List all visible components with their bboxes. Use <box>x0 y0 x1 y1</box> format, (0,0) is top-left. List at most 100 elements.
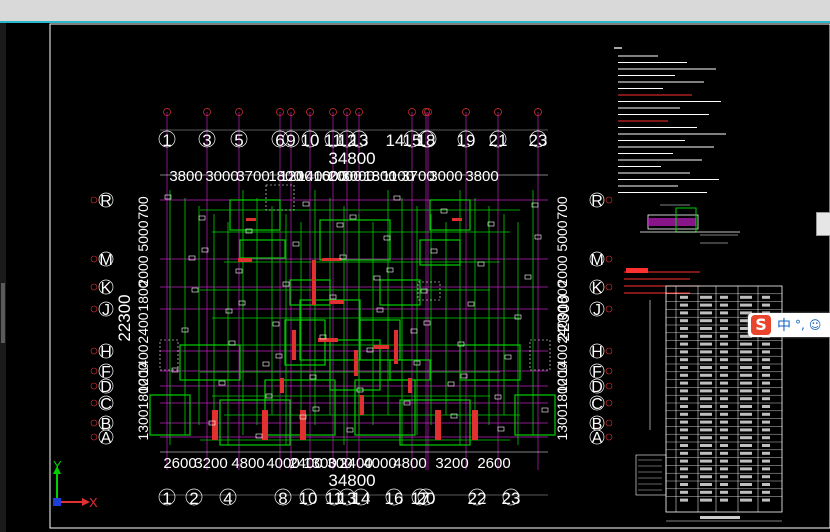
span-dimension-bottom: 4000 <box>266 455 299 472</box>
scroll-thumb[interactable] <box>1 283 5 343</box>
table-cell-text <box>720 483 728 486</box>
axis-label-right: K <box>592 280 603 297</box>
column-mark <box>201 247 209 253</box>
axis-bubble-small-top <box>329 108 337 116</box>
table-cell-text <box>700 381 712 385</box>
wall-red <box>246 218 256 221</box>
axis-label-bottom: 16 <box>385 489 404 508</box>
table-cell-text <box>720 295 728 299</box>
ucs-x-label: X <box>89 495 98 510</box>
column-mark <box>319 334 327 340</box>
axis-label-bottom: 4 <box>223 489 232 508</box>
column-mark <box>467 301 475 307</box>
row-dimension-right: 2000 <box>554 255 570 286</box>
span-dimension-bottom: 4800 <box>393 455 426 472</box>
column-mark <box>487 221 495 227</box>
axis-bubble-small-right <box>605 367 613 375</box>
structure-elements <box>149 184 556 446</box>
table-cell-text <box>762 475 770 479</box>
row-dimension-right: 1200 <box>554 362 570 393</box>
table-cell-text <box>762 405 770 408</box>
wall-red <box>373 345 389 349</box>
table-cell-text <box>680 451 688 455</box>
table-cell-text <box>762 498 770 502</box>
axis-bubble-left <box>98 363 114 379</box>
table-cell-text <box>762 358 770 362</box>
table-cell-text <box>680 428 688 432</box>
table-cell-text <box>762 373 770 377</box>
side-panel-handle[interactable] <box>816 212 830 236</box>
beam <box>399 399 471 446</box>
axis-label-top: 3 <box>202 131 211 150</box>
ime-emoji-icon[interactable]: ☺ <box>808 318 822 332</box>
table-cell-text <box>700 475 712 479</box>
column-mark <box>272 321 280 327</box>
axis-bubble-small-left <box>90 283 98 291</box>
axis-label-left: K <box>101 280 112 297</box>
wall-red <box>300 410 306 440</box>
table-cell-text <box>700 373 712 377</box>
axis-bubble-bottom <box>417 488 435 506</box>
table-cell-text <box>762 303 770 307</box>
span-dimension-bottom: 3200 <box>435 455 468 472</box>
axis-bubble-right <box>589 378 605 394</box>
beam <box>459 344 521 381</box>
column-mark <box>366 347 374 353</box>
left-scroll-strip[interactable] <box>0 23 6 532</box>
column-mark <box>198 215 206 221</box>
axis-bubble-small-right <box>605 196 613 204</box>
axis-bubble-small-top <box>306 108 314 116</box>
axis-bubble-bottom <box>299 488 317 506</box>
span-dimension-bottom: 4000 <box>363 455 396 472</box>
span-dimension-bottom: 2600 <box>477 455 510 472</box>
column-mark <box>447 381 455 387</box>
row-dimension-right: 1400 <box>554 344 570 375</box>
table-border <box>665 285 783 513</box>
column-mark <box>460 373 468 379</box>
table-cell-text <box>720 436 728 440</box>
sogou-logo-icon[interactable]: S <box>751 315 771 335</box>
wall-red <box>452 218 462 221</box>
ime-mode-toggle[interactable]: 中 <box>777 318 791 334</box>
axis-bubble-top <box>324 130 342 148</box>
axis-bubble-small-top <box>462 108 470 116</box>
table-cell-text <box>700 366 712 369</box>
span-dimension-top: 2000 <box>328 168 361 185</box>
column-mark <box>339 254 347 260</box>
axis-bubble-bottom <box>338 488 356 506</box>
column-mark <box>403 400 411 406</box>
wall-red <box>435 410 441 440</box>
table-cell-text <box>700 405 712 408</box>
table-cell-text <box>720 467 728 471</box>
row-dimension-right: 2400 <box>554 312 570 343</box>
ime-punctuation-toggle[interactable]: °, <box>795 318 805 332</box>
table-cell-text <box>740 490 752 494</box>
axis-label-right: B <box>592 416 603 433</box>
table-cell-text <box>680 334 688 338</box>
table-cell-text <box>720 444 728 447</box>
beam <box>229 199 281 231</box>
column-mark <box>164 194 172 200</box>
table-cell-text <box>762 366 770 369</box>
row-dimension-right: 5000 <box>554 220 570 251</box>
column-mark <box>440 208 448 214</box>
axis-bubble-small-right <box>605 283 613 291</box>
axis-bubble-bottom <box>274 488 292 506</box>
axis-label-right: M <box>590 252 603 269</box>
table-cell-text <box>740 303 752 307</box>
column-mark <box>282 281 290 287</box>
axis-bubble-small-left <box>90 196 98 204</box>
row-dimension-left: 1800 <box>135 378 151 409</box>
table-cell-text <box>700 498 712 502</box>
axis-label-left: A <box>101 430 112 447</box>
table-cell-text <box>720 389 728 393</box>
table-cell-text <box>680 436 688 440</box>
axis-bubble-left <box>98 251 114 267</box>
axis-bubble-small-top <box>235 108 243 116</box>
axis-bubble-small-left <box>90 433 98 441</box>
table-cell-text <box>680 475 688 479</box>
wall-red <box>472 410 478 440</box>
ime-toolbar[interactable]: S 中 °, ☺ <box>748 313 830 337</box>
